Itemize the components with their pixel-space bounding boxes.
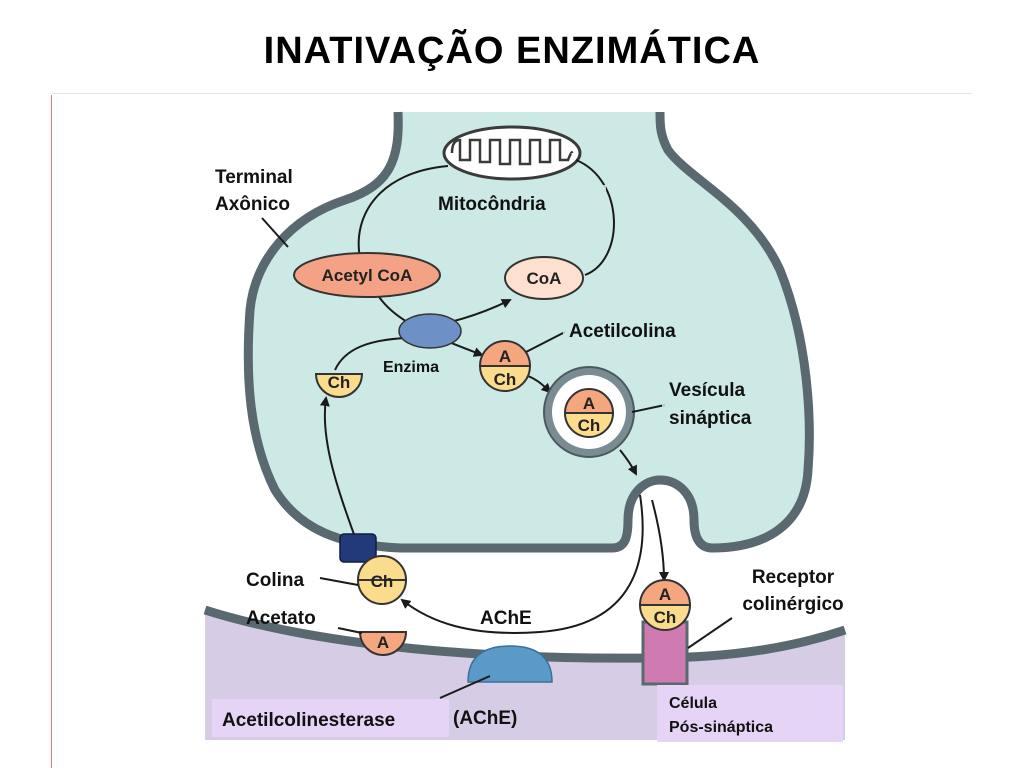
coa-oval [504,256,584,300]
colina-label: Colina [246,570,304,591]
ch-label: Ch [328,373,351,392]
colina-pointer [319,577,359,586]
choline-transporter [339,533,377,563]
a-label: A [583,394,595,413]
celula-label-line2: Pós-sináptica [669,719,773,736]
choline-molecule-cleft: Ch [356,555,408,605]
acetato-label: Acetato [246,608,316,629]
enzyme-oval [398,313,462,349]
vesicle-to-release-arrow [619,449,637,476]
acetilcolina-pointer [525,331,566,353]
page-title: INATIVAÇÃO ENZIMÁTICA [263,30,761,72]
celula-box [657,685,843,742]
axon-terminal [243,111,814,553]
acetyl-coa-path [357,165,449,259]
vesicula-label-bg [662,372,792,434]
vesicula-label-line2: sináptica [669,408,752,429]
ache-enzyme-shape [467,645,553,683]
cholinergic-receptor [641,620,689,686]
choline-molecule-terminal: Ch [314,373,364,398]
mitocondria-label-bg [428,185,606,219]
a-label: A [659,585,671,604]
ache-label: AChE [480,608,532,629]
vesicula-pointer [631,404,666,413]
receptor-label-line2: colinérgico [742,594,843,615]
mitochondrion [442,125,582,181]
acetato-pointer [337,627,363,634]
top-divider [52,93,972,94]
acetyl-coa-label: Acetyl CoA [322,266,413,285]
coa-return-path [575,159,615,276]
ache-hydrolysis-line [400,494,644,634]
synaptic-vesicle: A Ch [543,366,635,458]
acetate-molecule-cleft: A [358,631,408,656]
acetilcolinesterase-label: Acetilcolinesterase [222,710,395,731]
acetilcolina-label: Acetilcolina [569,321,676,342]
receptor-pointer [687,617,733,649]
terminal-label-line1: Terminal [215,167,293,188]
vesicula-label-line1: Vesícula [669,380,745,401]
acetylcholine-molecule-terminal: A Ch [478,340,532,392]
enzima-label: Enzima [383,359,439,376]
ache-paren-label: (AChE) [453,708,517,729]
ch-label: Ch [371,572,394,591]
ch-label: Ch [578,416,601,435]
a-label: A [377,633,389,652]
terminal-pointer [261,217,289,248]
ch-label: Ch [494,370,517,389]
acetilcolinesterase-box [212,699,449,737]
acetyl-coa-oval [293,252,441,298]
celula-label-line1: Célula [669,695,717,712]
mitocondria-label: Mitocôndria [438,194,546,215]
receptor-label-line1: Receptor [752,567,835,588]
a-label: A [499,347,511,366]
ch-label: Ch [654,608,677,627]
acetilcolina-label-bg [563,314,721,346]
acetylcholine-molecule-receptor: A Ch [638,579,692,631]
terminal-label-line2: Axônico [215,194,290,215]
left-divider [51,95,52,768]
release-to-receptor-arrow [651,499,669,582]
ch-to-enzyme-path [334,337,406,371]
ache-enzyme-pointer [439,675,491,699]
choline-reuptake-arrow [319,396,357,541]
coa-label: CoA [527,269,562,288]
